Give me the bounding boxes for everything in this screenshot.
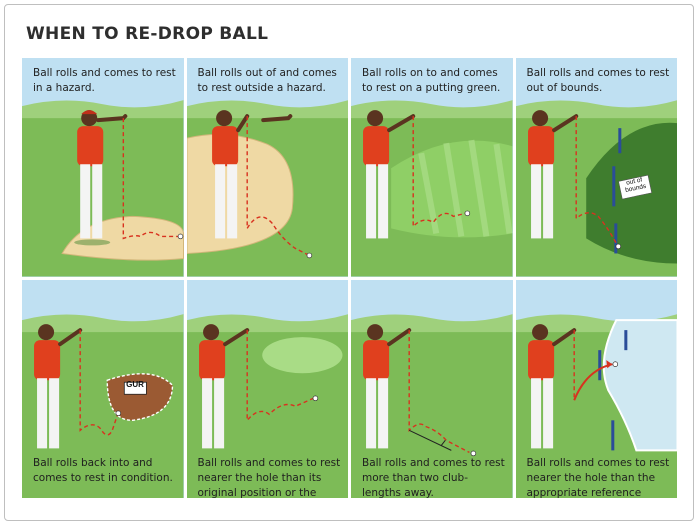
panel-out-of-hazard: Ball rolls out of and comes to rest outs…	[186, 58, 348, 277]
putting-green-scene	[351, 100, 513, 277]
hazard-scene	[22, 100, 184, 277]
out-of-hazard-scene	[186, 100, 348, 277]
panel-caption: Ball rolls on to and comes to rest on a …	[362, 67, 501, 94]
panel-grid: Ball rolls and comes to rest in a hazard…	[22, 58, 677, 498]
panel-reference-point: Ball rolls and comes to rest nearer the …	[515, 279, 677, 499]
panel-caption: Ball rolls out of and comes to rest outs…	[197, 67, 337, 94]
panel-caption: Ball rolls and comes to rest nearer the …	[197, 456, 341, 499]
panel-two-club-lengths: Ball rolls and comes to rest more than t…	[351, 279, 513, 499]
two-club-lengths-scene	[351, 313, 513, 498]
panel-gur: GUR Ball rolls back into and comes to re…	[22, 279, 184, 498]
panel-hazard: Ball rolls and comes to rest in a hazard…	[22, 58, 184, 277]
nearer-hole-scene	[186, 313, 348, 498]
panel-putting-green: Ball rolls on to and comes to rest on a …	[351, 58, 513, 277]
gur-scene	[22, 313, 184, 498]
page-title: WHEN TO RE-DROP BALL	[26, 24, 269, 44]
gur-sign: GUR	[126, 379, 144, 389]
panel-caption: Ball rolls back into and comes to rest i…	[33, 456, 173, 484]
panel-nearer-hole: Ball rolls and comes to rest nearer the …	[186, 279, 348, 499]
panel-caption: Ball rolls and comes to rest nearer the …	[526, 456, 670, 499]
panel-caption: Ball rolls and comes to rest in a hazard…	[33, 67, 176, 94]
panel-out-of-bounds: out of bounds Ball rolls and comes to re…	[515, 58, 677, 277]
reference-point-scene	[515, 313, 677, 498]
panel-caption: Ball rolls and comes to rest more than t…	[362, 456, 505, 499]
panel-caption: Ball rolls and comes to rest out of boun…	[526, 67, 670, 94]
out-of-bounds-scene	[515, 100, 677, 277]
